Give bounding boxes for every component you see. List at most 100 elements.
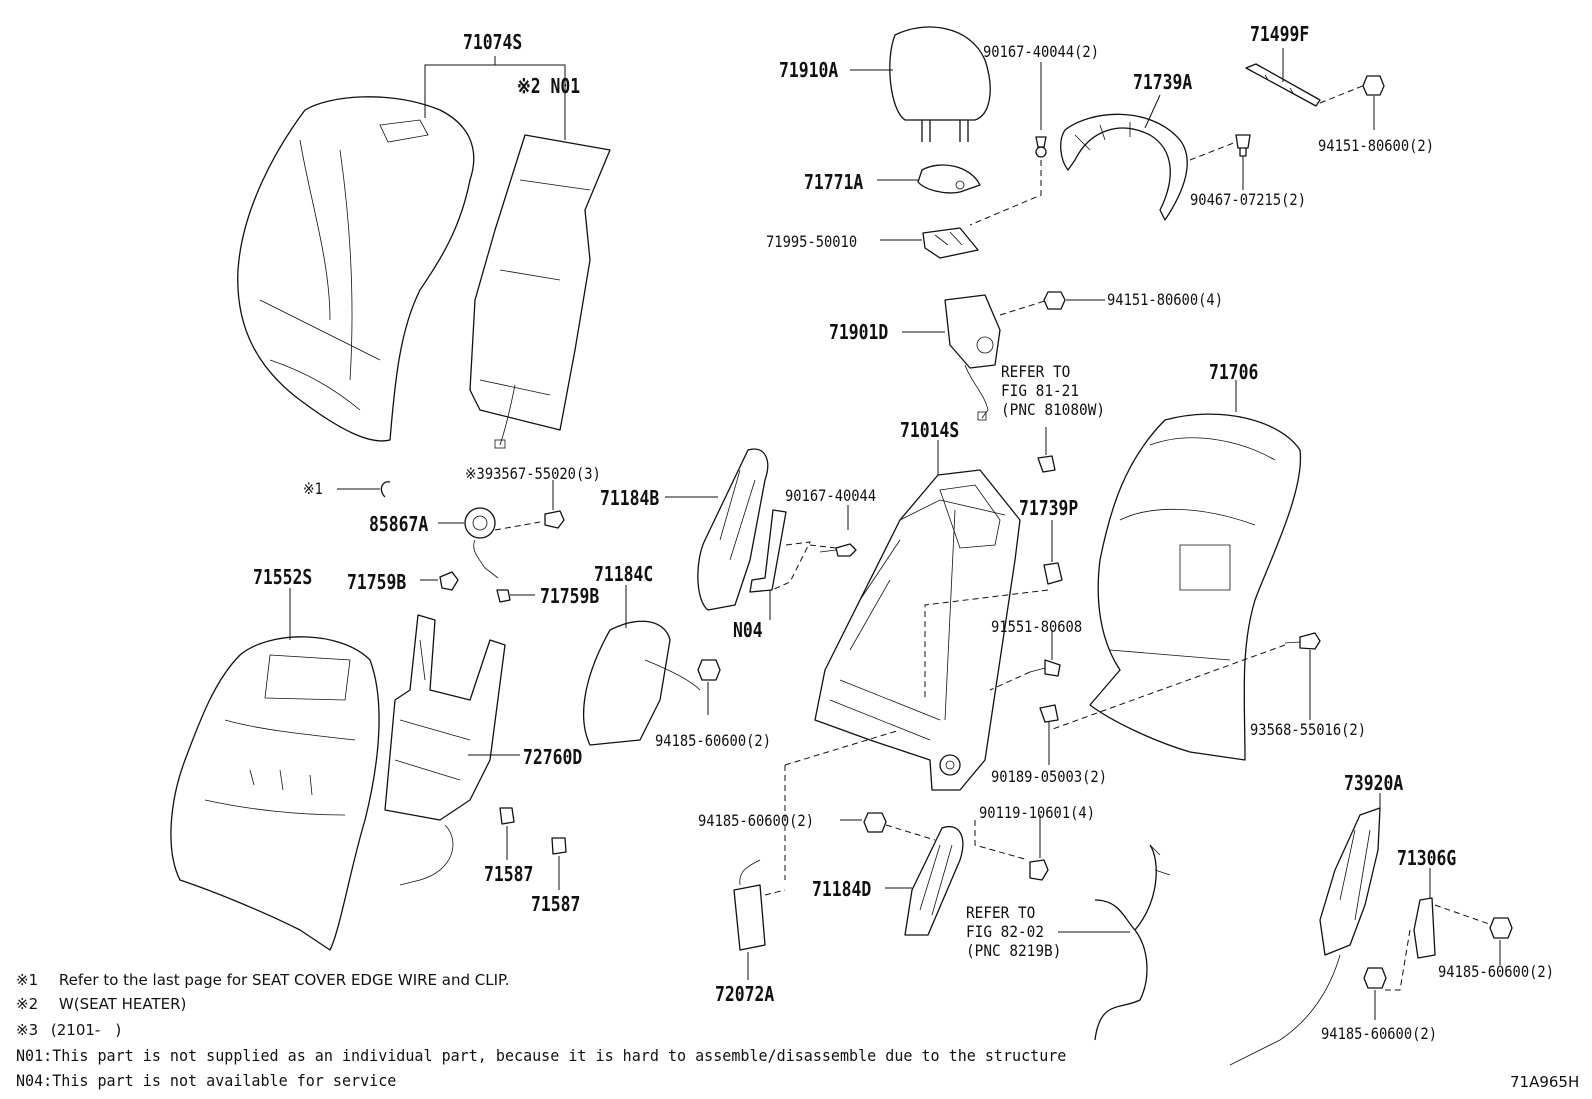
callout-71759b-a: 71759B: [347, 570, 407, 594]
refer-line-2: FIG 82-02: [966, 922, 1045, 941]
footnote-n04: N04:This part is not available for servi…: [16, 1071, 397, 1090]
callout-93568-55016-2: 93568-55016(2): [1250, 720, 1366, 739]
callout-90167-40044: 90167-40044: [785, 486, 877, 505]
screw-93567-55020-3: [544, 510, 565, 529]
callout-90189-05003-2: 90189-05003(2): [991, 767, 1107, 786]
clip-71759b-a: [439, 571, 459, 591]
seatback-board-71706: [1089, 413, 1302, 761]
nut-94151-80600-4: [1043, 291, 1066, 310]
callout-n04: N04: [733, 618, 763, 642]
clip-71759b-b: [496, 589, 511, 603]
footnote-3-text: (2101- ): [50, 1021, 122, 1039]
callout-73920a: 73920A: [1344, 771, 1404, 795]
callout-94151-80600-4: 94151-80600(4): [1107, 290, 1223, 309]
bolt-90119-10601-4: [1029, 859, 1049, 881]
callout-71759b-b: 71759B: [540, 584, 600, 608]
side-trim-71184d: [904, 825, 964, 936]
footnote-2-text: W(SEAT HEATER): [58, 995, 187, 1013]
bracket-n04: [749, 509, 787, 593]
footnote-1-text: Refer to the last page for SEAT COVER ED…: [58, 971, 510, 989]
callout-93567-55020-3: ※393567-55020(3): [465, 464, 601, 483]
footnote-2-mark: ※2: [16, 995, 39, 1013]
callout-71706: 71706: [1209, 360, 1259, 384]
callout-71184c: 71184C: [594, 562, 654, 586]
footnote-1: ※1 Refer to the last page for SEAT COVER…: [16, 971, 510, 989]
footnote-n01: N01:This part is not supplied as an indi…: [16, 1046, 1067, 1065]
callout-71499f: 71499F: [1250, 22, 1310, 46]
refer-fig-82-02: REFER TO FIG 82-02 (PNC 8219B): [966, 903, 1061, 960]
seat-cushion-cover-71552s: [170, 636, 380, 951]
callout-71552s: 71552S: [253, 565, 313, 589]
callout-85867a: 85867A: [369, 512, 429, 536]
side-cover-71184b: [697, 448, 769, 611]
callout-90167-40044-2: 90167-40044(2): [983, 42, 1099, 61]
footnote-3-mark: ※3: [16, 1021, 39, 1039]
callout-mark-1: ※1: [303, 479, 323, 498]
seatback-cover-71074s: [237, 96, 475, 442]
refer-line-1: REFER TO: [966, 903, 1036, 922]
refer-line-3: (PNC 81080W): [1001, 400, 1106, 419]
headrest-71910a: [889, 26, 991, 142]
callout-94151-80600-2: 94151-80600(2): [1318, 136, 1434, 155]
nut-94185-60600-2-a: [697, 659, 721, 681]
seat-heater-pad-n01: [469, 134, 611, 449]
nut-94185-60600-2-d: [1363, 967, 1387, 989]
callout-71910a: 71910A: [779, 58, 839, 82]
callout-72760d: 72760D: [523, 745, 583, 769]
callout-71771a: 71771A: [804, 170, 864, 194]
refer-fig-81-21: REFER TO FIG 81-21 (PNC 81080W): [1001, 362, 1105, 419]
callout-90119-10601-4: 90119-10601(4): [979, 803, 1095, 822]
screw-90167-40044: [819, 543, 857, 557]
footnote-1-mark: ※1: [16, 971, 39, 989]
callout-71995-50010: 71995-50010: [766, 232, 858, 251]
clip-90189-05003-2: [1039, 704, 1059, 723]
screw-93568-55016-2: [1284, 632, 1321, 650]
callout-94185-60600-2-d: 94185-60600(2): [1321, 1024, 1437, 1043]
clip-71587-a: [499, 807, 515, 825]
callout-71184b: 71184B: [600, 486, 660, 510]
side-cover-71184c: [582, 620, 701, 746]
nut-94151-80600-2: [1362, 75, 1385, 96]
control-module-72072a: [733, 859, 766, 951]
callout-71587-b: 71587: [531, 892, 581, 916]
footnote-3: ※3 (2101- ): [16, 1019, 121, 1040]
clip-71739p: [1043, 562, 1063, 585]
bolt-91551-80608: [1029, 659, 1061, 677]
callout-71587-a: 71587: [484, 862, 534, 886]
callout-91551-80608: 91551-80608: [991, 617, 1083, 636]
clip-90467-07215-2: [1235, 134, 1251, 157]
bracket-71306g: [1413, 897, 1436, 959]
callout-71739a: 71739A: [1133, 70, 1193, 94]
wire-harness: [1094, 844, 1171, 1041]
side-panel-73920a: [1229, 807, 1381, 1066]
nut-94185-60600-2-b: [863, 812, 887, 833]
refer-line-3: (PNC 8219B): [966, 941, 1062, 960]
callout-71014s: 71014S: [900, 418, 960, 442]
figure-code: 71A965H: [1510, 1073, 1580, 1091]
callout-72072a: 72072A: [715, 982, 775, 1006]
seatback-frame-71014s: [814, 469, 1021, 791]
callout-71901d: 71901D: [829, 320, 889, 344]
callout-71306g: 71306G: [1397, 846, 1457, 870]
callout-94185-60600-2-a: 94185-60600(2): [655, 731, 771, 750]
screw-90167-40044-2: [1035, 136, 1047, 158]
support-71995-50010: [922, 227, 979, 259]
callout-94185-60600-2-c: 94185-60600(2): [1438, 962, 1554, 981]
callout-94185-60600-2-b: 94185-60600(2): [698, 811, 814, 830]
bracket-71499f: [1245, 63, 1321, 107]
garnish-71739a: [1060, 113, 1188, 221]
lumbar-motor-85867a: [464, 507, 499, 579]
headrest-support-71771a: [917, 164, 981, 194]
recliner-mechanism-71901d: [944, 294, 1001, 421]
lumbar-support-72760d: [384, 614, 506, 886]
refer-line-2: FIG 81-21: [1001, 381, 1080, 400]
callout-71739p: 71739P: [1019, 496, 1079, 520]
clip-71587-b: [551, 837, 567, 855]
callout-90467-07215-2: 90467-07215(2): [1190, 190, 1306, 209]
footnote-2: ※2 W(SEAT HEATER): [16, 995, 186, 1013]
nut-94185-60600-2-c: [1489, 917, 1513, 939]
callout-71184d: 71184D: [812, 877, 872, 901]
callout-71074s: 71074S: [463, 30, 523, 54]
